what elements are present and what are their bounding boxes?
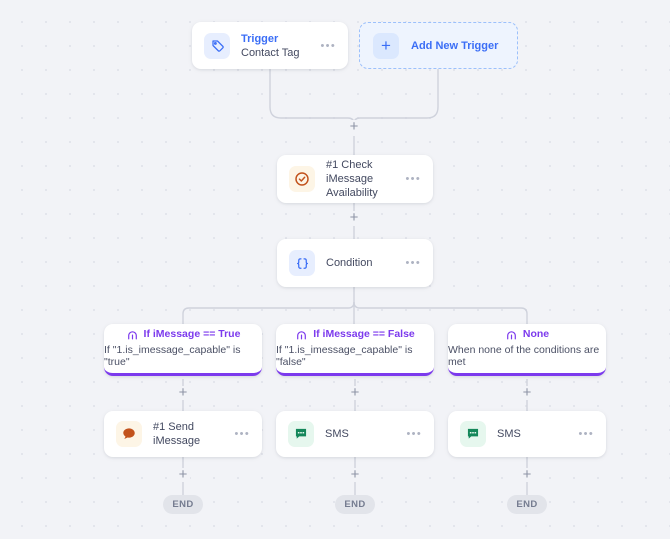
add-step-plus-trigger[interactable]: + [347,119,361,134]
end-pill: END [163,495,203,514]
tag-icon [204,32,230,59]
imessage-bubble-icon [116,421,142,447]
add-step-plus-branch-none[interactable]: + [520,385,534,400]
check-imessage-text: #1 Check iMessage Availability [326,158,406,200]
branch-description: When none of the conditions are met [448,343,600,368]
end-pill: END [507,495,547,514]
action-node-title: SMS [497,428,521,440]
trigger-node-subtitle: Contact Tag [241,46,300,59]
trigger-node-title[interactable]: Trigger [241,32,279,45]
check-imessage-title: #1 Check iMessage [326,159,374,185]
branch-header: If iMessage == False [295,328,415,341]
action-node-menu-icon[interactable]: ••• [406,428,422,440]
branch-header: If iMessage == True [126,328,241,341]
trigger-node-menu-icon[interactable]: ••• [320,39,336,52]
branch-card-if-imessage-true[interactable]: If iMessage == True If "1.is_imessage_ca… [104,324,262,376]
action-node-title: SMS [325,428,349,440]
check-imessage-menu-icon[interactable]: ••• [405,173,421,185]
action-node-send-imessage[interactable]: #1 Send iMessage ••• [104,411,262,457]
branch-card-if-imessage-false[interactable]: If iMessage == False If "1.is_imessage_c… [276,324,434,376]
action-node-text: SMS [325,427,407,441]
branch-header: None [505,328,549,341]
condition-node-title: Condition [326,257,373,269]
condition-node[interactable]: Condition ••• [277,239,433,287]
condition-node-menu-icon[interactable]: ••• [405,257,421,269]
branch-description: If "1.is_imessage_capable" is "true" [104,343,241,368]
add-step-plus-before-end-3[interactable]: + [520,467,534,482]
sms-bubble-icon [460,421,486,447]
action-node-text: SMS [497,427,579,441]
sms-bubble-icon [288,421,314,447]
check-imessage-title-line2: Availability [326,187,378,199]
braces-icon [289,250,315,276]
add-new-trigger-label: Add New Trigger [411,39,499,52]
add-new-trigger-button[interactable]: + Add New Trigger [359,22,518,69]
branch-description: If "1.is_imessage_capable" is "false" [276,343,413,368]
branch-title: If iMessage == False [313,328,415,340]
add-step-plus-branch-false[interactable]: + [348,385,362,400]
action-node-title: #1 Send iMessage [153,421,201,447]
branch-title: None [522,328,550,340]
action-node-text: #1 Send iMessage [153,420,235,448]
check-circle-icon [289,166,315,192]
branch-fork-icon [297,330,307,339]
plus-icon: + [373,32,399,59]
add-step-plus-branch-true[interactable]: + [176,385,190,400]
action-node-sms-false-branch[interactable]: SMS ••• [276,411,434,457]
add-step-plus-before-end-2[interactable]: + [348,467,362,482]
branch-card-none[interactable]: None When none of the conditions are met [448,324,606,376]
trigger-node-text: Trigger Contact Tag [241,32,321,60]
branch-fork-icon [506,330,516,339]
add-step-plus-after-check[interactable]: + [347,210,361,225]
trigger-node[interactable]: Trigger Contact Tag ••• [192,22,348,69]
action-node-menu-icon[interactable]: ••• [578,428,594,440]
add-step-plus-before-end-1[interactable]: + [176,467,190,482]
action-node-menu-icon[interactable]: ••• [234,428,250,440]
branch-title: If iMessage == True [143,328,241,340]
condition-node-text: Condition [326,256,406,270]
end-pill: END [335,495,375,514]
action-node-sms-none-branch[interactable]: SMS ••• [448,411,606,457]
check-imessage-node[interactable]: #1 Check iMessage Availability ••• [277,155,433,203]
branch-fork-icon [127,330,137,339]
